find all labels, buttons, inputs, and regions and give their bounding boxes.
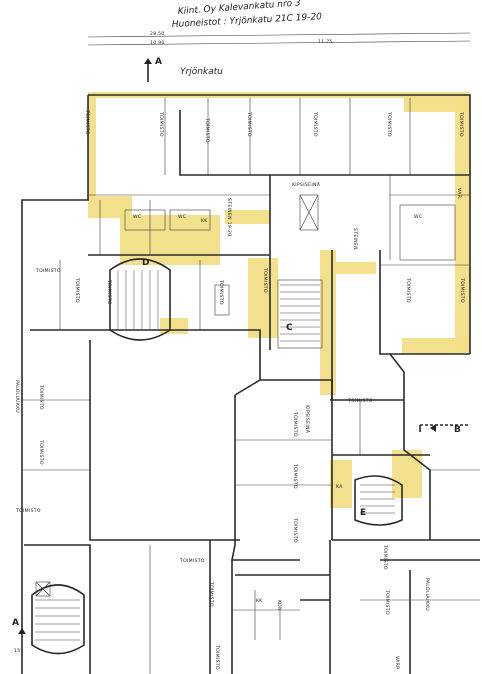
section-label-b: B [454, 425, 461, 435]
section-label-a-top: A [155, 57, 162, 67]
room-label: TOIMISTO [84, 109, 90, 135]
dimension-right: 11.75 [318, 39, 333, 45]
room-label: TOIMISTO [312, 111, 318, 137]
dimension-lines: 28.50 10.90 11.75 [87, 31, 471, 46]
page-number: 15 [14, 648, 20, 654]
corridor-label: PALOLUUKKU [14, 380, 20, 413]
section-marker-b: B [419, 424, 468, 435]
room-label-varasto2: VARP [394, 656, 400, 669]
room-label-wc: WC [133, 214, 141, 220]
room-label: TOIMISTO [38, 384, 44, 410]
footnotes: 15 [14, 648, 20, 654]
corridor-labels: KIPSISEINÄ STEINEN STEINEN 19-20 KIPSISE… [14, 181, 430, 611]
room-label: TOIMISTO [292, 411, 298, 437]
section-label-a-bottom: A [12, 618, 19, 628]
building-walls [21, 94, 480, 674]
corridor-label: PALOLUUKKU [424, 578, 430, 611]
room-label: TOIMISTO [458, 111, 464, 137]
corridor-label: STEINEN 19-20 [226, 198, 232, 236]
room-label: TOIMISTO [208, 581, 214, 607]
room-label: TOIMISTO [347, 398, 373, 404]
room-label-wc: WC [178, 214, 186, 220]
room-label: TOIMISTO [179, 558, 205, 564]
room-label: TOIMISTO [292, 463, 298, 489]
staircase-d: D [109, 258, 171, 341]
stair-label-d: D [142, 258, 149, 268]
highlighted-walls [88, 92, 470, 508]
room-label: TOIMISTO [218, 279, 224, 305]
room-label-ka: KA [336, 484, 343, 490]
corridor-label: KIPSISEINÄ [304, 405, 311, 434]
header: Kiint. Oy Kalevankatu nro 3 Huoneistot :… [172, 0, 323, 30]
corridor-label: KIPSISEINÄ [292, 181, 321, 188]
room-label: TOIMISTO [158, 111, 164, 137]
room-label-kon: KON [276, 600, 282, 611]
room-label: TOIMISTO [74, 277, 80, 303]
staircase-a-bottom [31, 581, 85, 655]
room-label-wc: WC [414, 214, 422, 220]
stair-label-c: C [286, 323, 293, 333]
section-marker-a-top: A [144, 57, 162, 82]
room-label: TOIMISTO [292, 517, 298, 543]
room-label: TOIMISTO [386, 111, 392, 137]
room-label-kk: KK [201, 218, 208, 224]
room-label: TOIMISTO [262, 267, 268, 293]
room-label: TOIMISTO [204, 117, 210, 143]
room-label: TOIMISTO [106, 279, 112, 305]
staircase-c: C [277, 279, 323, 349]
section-marker-a-bottom: A [12, 618, 26, 634]
room-label: TOIMISTO [459, 277, 465, 303]
room-label-kk: KK [256, 598, 263, 604]
staircase-e: E [354, 475, 403, 526]
partitions [22, 98, 480, 674]
room-label: TOIMISTO [214, 644, 220, 670]
room-label: TOIMISTO [384, 589, 390, 615]
corridor-label: STEINEN [352, 228, 358, 250]
street-name: Yrjönkatu [180, 67, 223, 77]
room-label: TOIMISTO [38, 439, 44, 465]
dimension-left: 10.90 [150, 40, 165, 46]
room-label: TOIMISTO [15, 508, 41, 514]
dimension-top: 28.50 [150, 31, 165, 37]
stair-label-e: E [360, 508, 366, 518]
room-label-varasto: VAR. [456, 188, 462, 200]
service-labels: WC WC WC KK KK KON KA VAR. VARP [133, 188, 462, 669]
room-label: TOIMISTO [246, 111, 252, 137]
room-label: TOIMISTO [405, 277, 411, 303]
room-labels: TOIMISTO TOIMISTO TOIMISTO TOIMISTO TOIM… [15, 109, 465, 670]
room-label: TOIMISTO [35, 268, 61, 274]
room-label: TOIMISTO [382, 544, 388, 570]
